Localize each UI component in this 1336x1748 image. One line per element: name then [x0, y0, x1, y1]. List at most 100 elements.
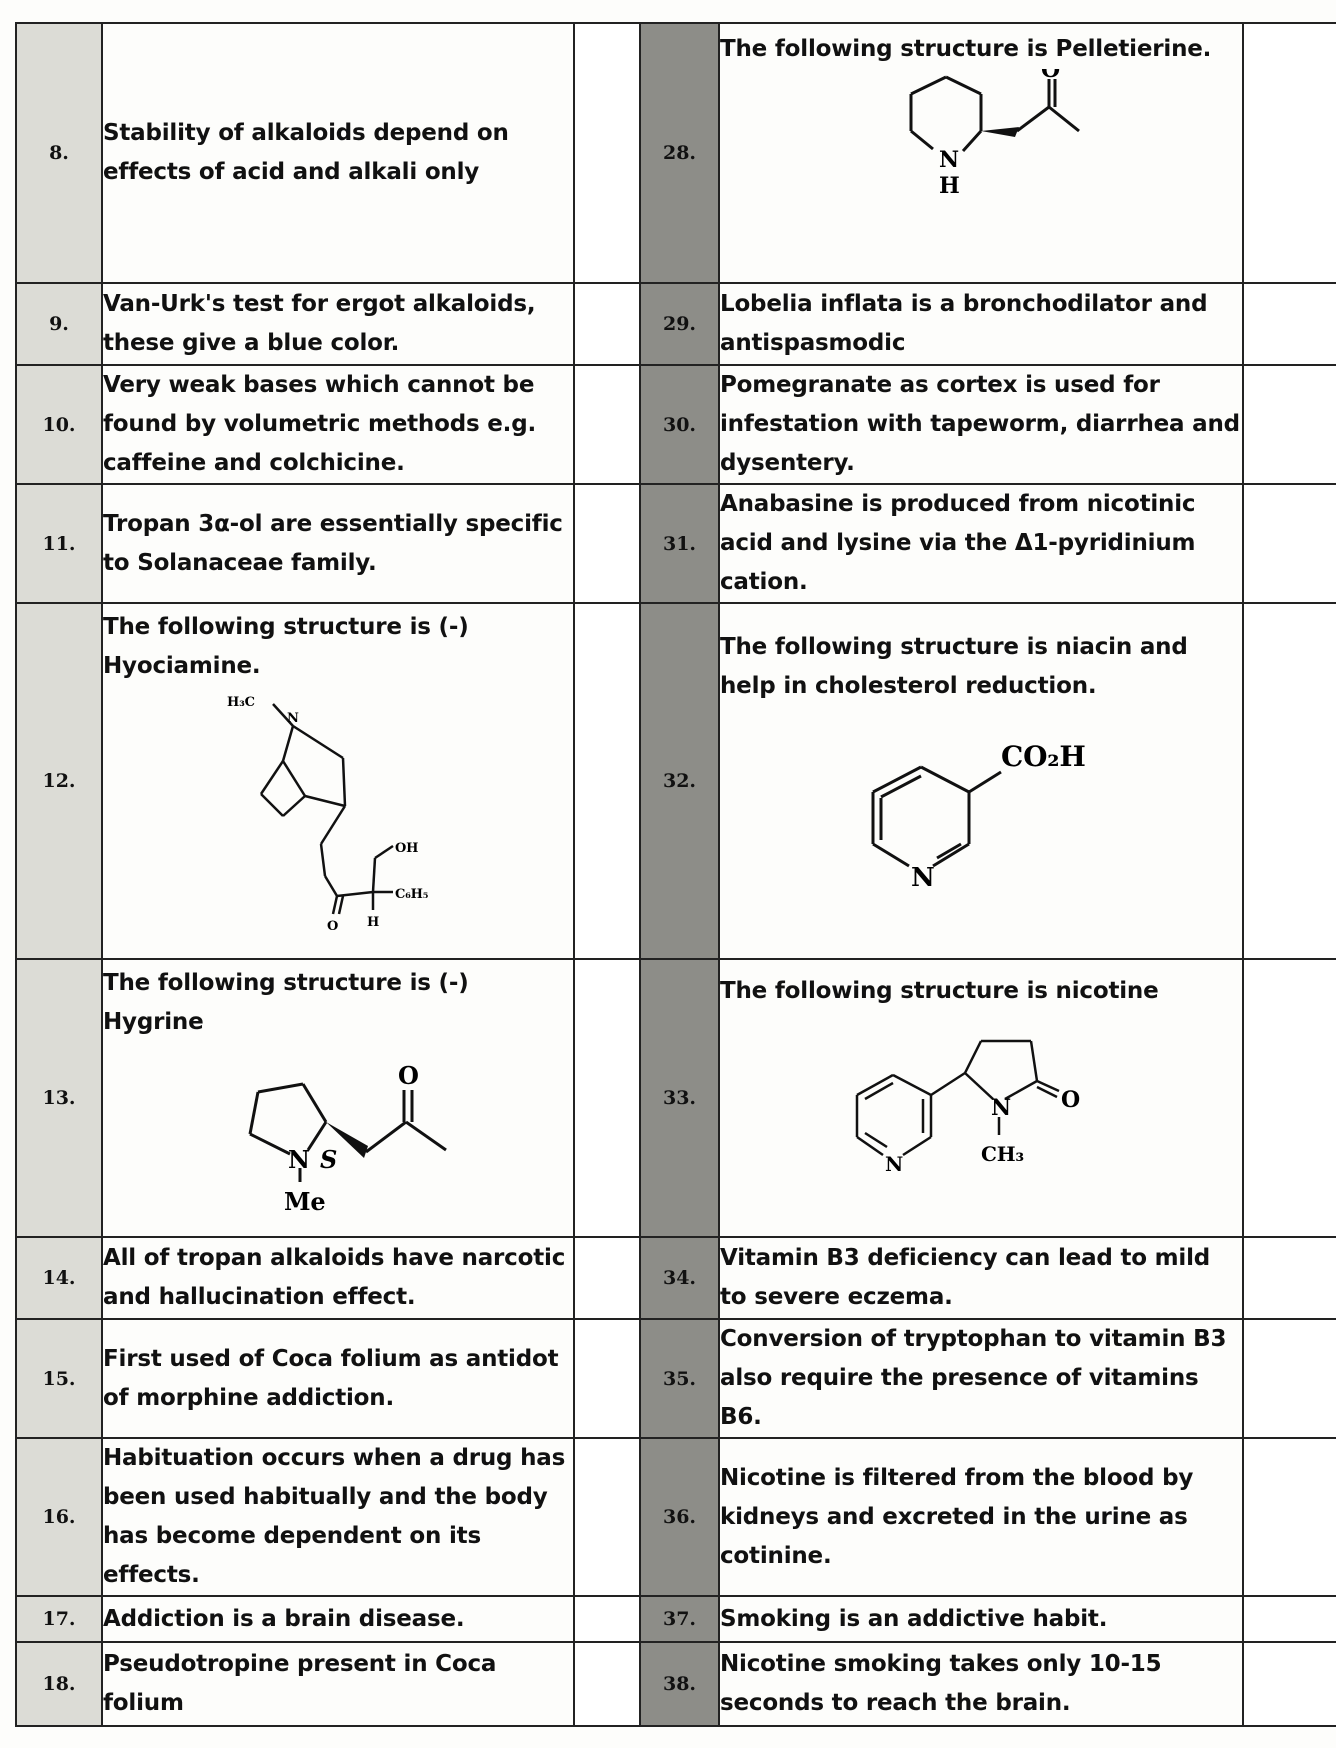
- atom-label: N: [288, 1145, 310, 1174]
- atom-label: Me: [284, 1187, 325, 1216]
- table-row: 11. Tropan 3α-ol are essentially specifi…: [15, 483, 1336, 604]
- question-number: 30.: [639, 364, 720, 485]
- atom-label: H₃C: [227, 695, 255, 710]
- question-text: Tropan 3α-ol are essentially specific to…: [101, 483, 575, 604]
- answer-cell[interactable]: [1242, 1236, 1336, 1320]
- pelletierine-structure: N H O: [909, 69, 1080, 199]
- atom-label: O: [327, 919, 338, 934]
- table-row: 17. Addiction is a brain disease. 37. Sm…: [15, 1595, 1336, 1643]
- atom-label: CH₃: [981, 1142, 1024, 1166]
- question-text: Nicotine smoking takes only 10-15 second…: [718, 1641, 1244, 1727]
- answer-cell[interactable]: [1242, 1437, 1336, 1597]
- atom-label: O: [1061, 1087, 1080, 1113]
- atom-label: O: [398, 1061, 419, 1090]
- question-text: Very weak bases which cannot be found by…: [101, 364, 575, 485]
- niacin-structure: CO₂H N: [871, 740, 1086, 893]
- answer-cell[interactable]: [573, 1236, 641, 1320]
- answer-cell[interactable]: [573, 958, 641, 1238]
- atom-label: OH: [395, 841, 418, 856]
- question-number: 31.: [639, 483, 720, 604]
- answer-cell[interactable]: [1242, 1641, 1336, 1727]
- answer-cell[interactable]: [1242, 958, 1336, 1238]
- question-text: Nicotine is filtered from the blood by k…: [718, 1437, 1244, 1597]
- hygrine-structure: O N S Me: [248, 1061, 447, 1216]
- answer-cell[interactable]: [1242, 483, 1336, 604]
- answer-cell[interactable]: [1242, 1595, 1336, 1643]
- hyoscyamine-structure: H₃C N OH C₆H₅ O H: [227, 695, 429, 934]
- question-text: Habituation occurs when a drug has been …: [101, 1437, 575, 1597]
- question-text: Van-Urk's test for ergot alkaloids, thes…: [101, 282, 575, 366]
- question-text: Vitamin B3 deficiency can lead to mild t…: [718, 1236, 1244, 1320]
- answer-cell[interactable]: [573, 602, 641, 960]
- question-text: Lobelia inflata is a bronchodilator and …: [718, 282, 1244, 366]
- nicotine-structure: N O CH₃ N: [855, 1039, 1080, 1176]
- question-number: 28.: [639, 22, 720, 284]
- question-text: Stability of alkaloids depend on effects…: [101, 22, 575, 284]
- question-text: First used of Coca folium as antidot of …: [101, 1318, 575, 1439]
- atom-label: CO₂H: [1001, 740, 1086, 773]
- question-text: The following structure is Pelletierine.…: [718, 22, 1244, 284]
- answer-cell[interactable]: [573, 22, 641, 284]
- question-text: All of tropan alkaloids have narcotic an…: [101, 1236, 575, 1320]
- atom-label: N: [991, 1095, 1011, 1121]
- question-text: The following structure is (-) Hygrine O: [101, 958, 575, 1238]
- question-number: 10.: [15, 364, 103, 485]
- true-false-table: 8. Stability of alkaloids depend on effe…: [15, 22, 1336, 1727]
- question-text: The following structure is niacin and he…: [718, 602, 1244, 960]
- question-text: The following structure is (-) Hyociamin…: [101, 602, 575, 960]
- answer-cell[interactable]: [573, 364, 641, 485]
- answer-cell[interactable]: [573, 282, 641, 366]
- answer-cell[interactable]: [1242, 1318, 1336, 1439]
- question-number: 35.: [639, 1318, 720, 1439]
- atom-label: N: [911, 863, 935, 893]
- question-number: 13.: [15, 958, 103, 1238]
- question-text: Addiction is a brain disease.: [101, 1595, 575, 1643]
- atom-label: H: [939, 173, 960, 199]
- question-number: 8.: [15, 22, 103, 284]
- table-row: 10. Very weak bases which cannot be foun…: [15, 364, 1336, 485]
- atom-label: O: [1041, 69, 1060, 83]
- question-number: 11.: [15, 483, 103, 604]
- question-number: 38.: [639, 1641, 720, 1727]
- question-number: 37.: [639, 1595, 720, 1643]
- question-number: 32.: [639, 602, 720, 960]
- table-row: 14. All of tropan alkaloids have narcoti…: [15, 1236, 1336, 1320]
- atom-label: N: [939, 147, 959, 173]
- answer-cell[interactable]: [1242, 22, 1336, 284]
- question-number: 14.: [15, 1236, 103, 1320]
- answer-cell[interactable]: [573, 483, 641, 604]
- question-number: 17.: [15, 1595, 103, 1643]
- answer-cell[interactable]: [1242, 282, 1336, 366]
- question-text: Smoking is an addictive habit.: [718, 1595, 1244, 1643]
- answer-cell[interactable]: [573, 1318, 641, 1439]
- question-number: 33.: [639, 958, 720, 1238]
- table-row: 13. The following structure is (-) Hygri…: [15, 958, 1336, 1238]
- answer-cell[interactable]: [573, 1595, 641, 1643]
- answer-cell[interactable]: [1242, 364, 1336, 485]
- question-text: Conversion of tryptophan to vitamin B3 a…: [718, 1318, 1244, 1439]
- answer-cell[interactable]: [573, 1437, 641, 1597]
- table-row: 9. Van-Urk's test for ergot alkaloids, t…: [15, 282, 1336, 366]
- question-number: 18.: [15, 1641, 103, 1727]
- question-number: 34.: [639, 1236, 720, 1320]
- table-row: 18. Pseudotropine present in Coca folium…: [15, 1641, 1336, 1727]
- question-text: Anabasine is produced from nicotinic aci…: [718, 483, 1244, 604]
- atom-label: H: [367, 915, 379, 930]
- answer-cell[interactable]: [573, 1641, 641, 1727]
- table-row: 8. Stability of alkaloids depend on effe…: [15, 22, 1336, 284]
- atom-label: N: [885, 1152, 903, 1176]
- table-row: 15. First used of Coca folium as antidot…: [15, 1318, 1336, 1439]
- atom-label: N: [287, 711, 299, 726]
- table-row: 16. Habituation occurs when a drug has b…: [15, 1437, 1336, 1597]
- answer-cell[interactable]: [1242, 602, 1336, 960]
- question-number: 29.: [639, 282, 720, 366]
- question-number: 9.: [15, 282, 103, 366]
- question-number: 15.: [15, 1318, 103, 1439]
- question-number: 12.: [15, 602, 103, 960]
- question-number: 36.: [639, 1437, 720, 1597]
- atom-label: C₆H₅: [395, 887, 429, 902]
- question-number: 16.: [15, 1437, 103, 1597]
- question-text: Pomegranate as cortex is used for infest…: [718, 364, 1244, 485]
- question-text: The following structure is nicotine: [718, 958, 1244, 1238]
